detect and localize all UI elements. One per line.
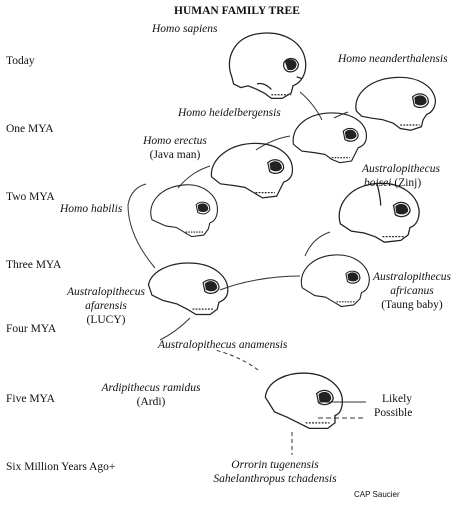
page-title: HUMAN FAMILY TREE <box>174 5 300 17</box>
skull-africanus <box>296 250 374 310</box>
line-afarensis-anamensis <box>159 317 191 341</box>
label-ardipithecus-ramidus: Ardipithecus ramidus <box>101 382 201 394</box>
timeline-two-mya: Two MYA <box>6 191 55 203</box>
label-africanus-genus: Australopithecus <box>373 271 451 283</box>
line-erectus-heidelbergensis <box>255 135 291 151</box>
skull-boisei <box>330 178 424 244</box>
skull-heidelbergensis <box>288 108 372 166</box>
timeline-today: Today <box>6 55 35 67</box>
label-ramidus-note: (Ardi) <box>136 396 166 408</box>
skull-sapiens <box>220 30 312 102</box>
skull-ramidus <box>256 366 348 432</box>
timeline-four-mya: Four MYA <box>6 323 57 335</box>
label-homo-neanderthalensis: Homo neanderthalensis <box>338 53 448 65</box>
timeline-one-mya: One MYA <box>6 123 54 135</box>
label-erectus-note: (Java man) <box>149 149 201 161</box>
label-anamensis: Australopithecus anamensis <box>158 339 288 351</box>
label-orrorin: Orrorin tugenensis <box>231 459 319 471</box>
label-africanus-note: (Taung baby) <box>381 299 443 311</box>
timeline-five-mya: Five MYA <box>6 393 55 405</box>
skull-afarensis <box>144 258 234 318</box>
line-sapiens <box>299 91 323 121</box>
label-homo-sapiens: Homo sapiens <box>152 23 218 35</box>
label-homo-habilis: Homo habilis <box>60 203 123 215</box>
line-boisei-africanus <box>304 231 331 257</box>
label-homo-erectus: Homo erectus <box>143 135 207 147</box>
skull-habilis <box>146 180 222 240</box>
dashed-ramidus-anamensis <box>214 349 259 371</box>
label-afarensis-species: afarensis <box>85 300 127 312</box>
skull-erectus <box>208 136 296 200</box>
label-sahelanthropus: Sahelanthropus tchadensis <box>213 473 337 485</box>
legend-possible: Possible <box>374 407 413 419</box>
label-boisei-genus: Australopithecus <box>362 163 440 175</box>
legend-likely: Likely <box>382 393 413 405</box>
timeline-six-mya: Six Million Years Ago+ <box>6 461 116 473</box>
skull-neanderthalensis <box>350 74 440 132</box>
label-afarensis-genus: Australopithecus <box>67 286 145 298</box>
line-habilis-afarensis <box>127 183 156 269</box>
credit: CAP Saucier <box>354 490 400 499</box>
label-africanus-species: africanus <box>390 285 434 297</box>
label-afarensis-note: (LUCY) <box>86 314 126 326</box>
line-afarensis-africanus <box>219 275 301 291</box>
label-homo-heidelbergensis: Homo heidelbergensis <box>178 107 281 119</box>
line-neanderthal <box>333 111 349 119</box>
timeline-three-mya: Three MYA <box>6 259 62 271</box>
label-boisei-species: boisei (Zinj) <box>364 177 422 189</box>
